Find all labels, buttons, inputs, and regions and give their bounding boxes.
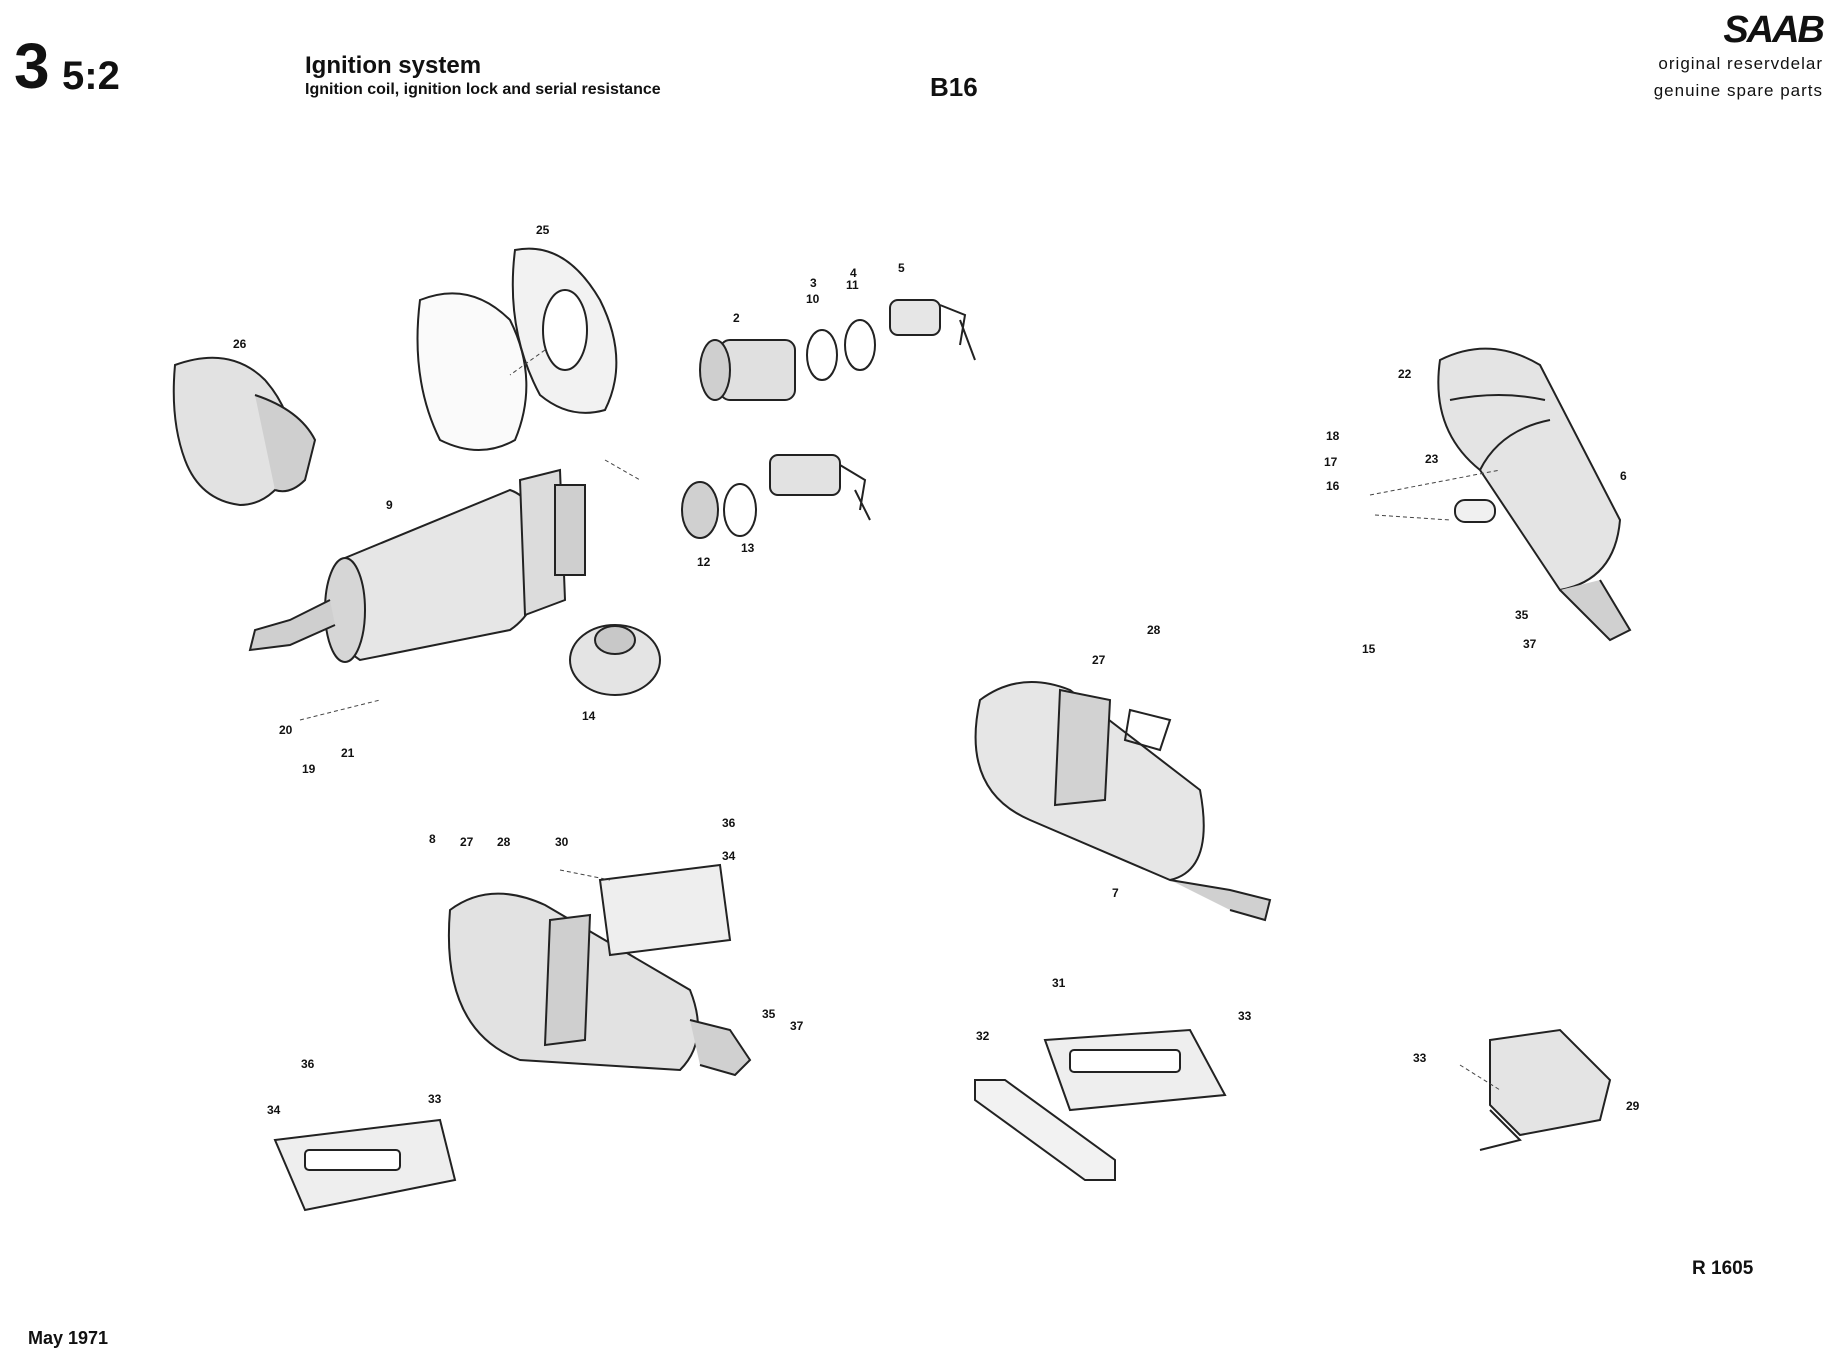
part-label: 2 [733, 311, 740, 325]
drawing-reference: R 1605 [1692, 1258, 1754, 1279]
part-label: 37 [1523, 637, 1537, 651]
part-label: 37 [790, 1019, 804, 1033]
part-label: 26 [233, 337, 247, 351]
part-label: 25 [536, 223, 550, 237]
part-label: 16 [1326, 479, 1340, 493]
part-label: 18 [1326, 429, 1340, 443]
lock-cylinder-drawing [681, 454, 871, 539]
ignition-coil-lower-drawing [447, 863, 752, 1077]
ignition-coil-center-drawing [974, 681, 1272, 922]
part-label: 19 [302, 762, 316, 776]
part-label: 23 [1425, 452, 1439, 466]
part-label: 13 [741, 541, 755, 555]
part-label: 14 [582, 709, 596, 723]
gasket-drawing [416, 247, 618, 451]
bracket-drawing [1479, 1028, 1612, 1151]
part-label: 35 [1515, 608, 1529, 622]
part-label: 15 [1362, 642, 1376, 656]
part-label: 30 [555, 835, 569, 849]
part-label: 10 [806, 292, 820, 306]
part-label: 22 [1398, 367, 1412, 381]
part-label: 33 [1238, 1009, 1252, 1023]
saab-logo: SAAB [1723, 9, 1825, 51]
part-label: 6 [1620, 469, 1627, 483]
part-label: 9 [386, 498, 393, 512]
publication-date: May 1971 [28, 1328, 109, 1348]
rubber-boot-drawing [172, 356, 317, 507]
part-label: 36 [722, 816, 736, 830]
part-label: 12 [697, 555, 711, 569]
part-label: 20 [279, 723, 293, 737]
section-subnumber: 5:2 [62, 54, 120, 98]
part-label: 27 [1092, 653, 1106, 667]
section-number: 3 [14, 30, 50, 102]
part-label: 32 [976, 1029, 990, 1043]
part-label: 3 [810, 276, 817, 290]
page-subtitle: Ignition coil, ignition lock and serial … [305, 81, 661, 98]
engine-model: B16 [930, 72, 978, 102]
brand-line-english: genuine spare parts [1653, 81, 1823, 100]
part-label: 27 [460, 835, 474, 849]
ignition-switch-drawing [699, 299, 976, 401]
part-label: 29 [1626, 1099, 1640, 1113]
part-label: 28 [1147, 623, 1161, 637]
part-label: 11 [846, 278, 859, 292]
brand-line-swedish: original reservdelar [1658, 54, 1823, 73]
part-label: 33 [1413, 1051, 1427, 1065]
part-label: 17 [1324, 455, 1338, 469]
resistor-cover-drawing [974, 1079, 1116, 1181]
part-label: 4 [850, 266, 857, 280]
part-label: 36 [301, 1057, 315, 1071]
part-label: 5 [898, 261, 905, 275]
ignition-coil-right-drawing [1437, 347, 1632, 642]
part-label: 33 [428, 1092, 442, 1106]
part-label: 34 [722, 849, 736, 863]
part-label: 35 [762, 1007, 776, 1021]
bezel-ring-drawing [569, 624, 661, 696]
resistor-plate-middle-drawing [1043, 1028, 1227, 1112]
resistor-plate-left-drawing [273, 1118, 457, 1212]
coil-housing-drawing [248, 468, 586, 663]
part-label: 34 [267, 1103, 281, 1117]
part-label: 7 [1112, 886, 1119, 900]
part-label: 8 [429, 832, 436, 846]
part-label: 31 [1052, 976, 1066, 990]
page-title: Ignition system [305, 52, 482, 79]
part-label: 28 [497, 835, 511, 849]
part-label: 21 [341, 746, 355, 760]
